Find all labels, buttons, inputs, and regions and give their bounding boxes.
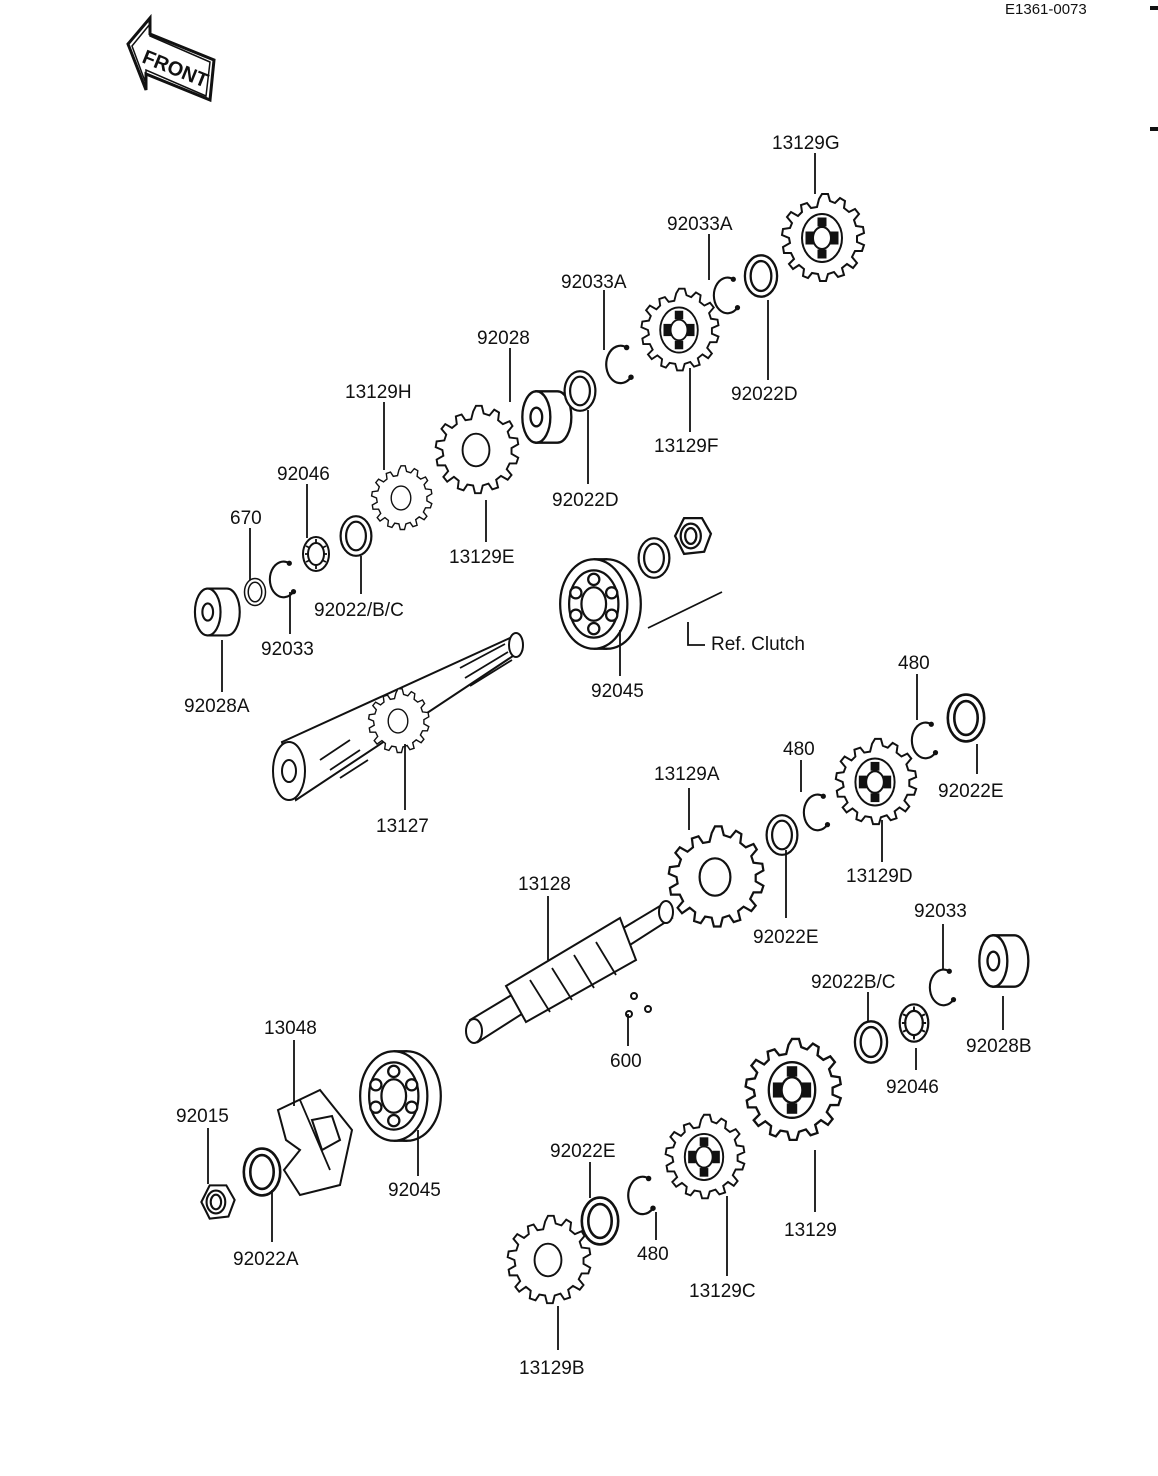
label-92015: 92015 — [176, 1106, 229, 1127]
label-92033-right: 92033 — [914, 901, 967, 922]
label-13129D: 13129D — [846, 866, 913, 887]
label-92033A-top: 92033A — [667, 214, 733, 235]
washer-92022D-right — [743, 254, 779, 299]
label-13129F: 13129F — [654, 436, 718, 457]
label-13048: 13048 — [264, 1018, 317, 1039]
label-670: 670 — [230, 508, 262, 529]
label-480-top: 480 — [898, 653, 930, 674]
circlip-92033A-mid — [604, 343, 635, 385]
circlip-92033-upper — [268, 560, 297, 599]
bushing-92028 — [521, 390, 573, 444]
label-13129B: 13129B — [519, 1358, 585, 1379]
label-92028B: 92028B — [966, 1036, 1032, 1057]
label-92022E-right: 92022E — [938, 781, 1004, 802]
label-13129G: 13129G — [772, 133, 840, 154]
drawing-code: E1361-0073 — [1005, 1, 1087, 18]
circlip-92033-right — [928, 967, 957, 1007]
label-480-mid: 480 — [783, 739, 815, 760]
part-labels: 13129G 92033A 92033A 92028 92022D 13129F… — [176, 133, 1032, 1379]
label-92045-top: 92045 — [591, 681, 644, 702]
gear-13129H — [370, 465, 433, 531]
washer-92022E-low — [580, 1196, 620, 1246]
gear-13129D — [834, 737, 918, 826]
label-92022BC-top: 92022/B/C — [314, 600, 404, 621]
gear-13129G — [780, 192, 866, 283]
washer-92022D-mid — [563, 369, 597, 413]
label-92046-low: 92046 — [886, 1077, 939, 1098]
label-13129C: 13129C — [689, 1281, 756, 1302]
label-92022E-mid: 92022E — [753, 927, 819, 948]
label-92022A: 92022A — [233, 1249, 299, 1270]
label-92022D-mid: 92022D — [552, 490, 619, 511]
margin-mark-top — [1150, 6, 1158, 10]
label-92028A: 92028A — [184, 696, 250, 717]
collar-92028A — [193, 587, 241, 637]
label-92045-low: 92045 — [388, 1180, 441, 1201]
leader-lines — [207, 153, 1004, 1350]
gear-13129B — [506, 1214, 592, 1305]
washer-92022E-mid — [765, 814, 799, 856]
circlip-480-top — [910, 720, 939, 760]
circlip-480-low — [626, 1175, 657, 1216]
label-13127: 13127 — [376, 816, 429, 837]
gear-13129E — [434, 404, 520, 495]
label-13129H: 13129H — [345, 382, 412, 403]
ref-clutch-bracket — [647, 591, 723, 646]
label-13128: 13128 — [518, 874, 571, 895]
circlip-92033A-top — [712, 275, 741, 315]
circlip-480-mid — [802, 792, 831, 832]
washer-92022BC-upper — [339, 514, 373, 558]
ball-bearing-92045-upper — [559, 558, 642, 650]
washer-92022BC-lower — [853, 1019, 889, 1065]
label-92022E-low: 92022E — [550, 1141, 616, 1162]
nut-clutch-side — [673, 516, 713, 556]
collar-92028B — [977, 933, 1030, 989]
ball-600-c — [625, 1010, 633, 1018]
margin-mark-mid — [1150, 127, 1158, 131]
washer-92022E-right — [946, 693, 986, 743]
label-92033-top: 92033 — [261, 639, 314, 660]
shaft-13128 — [465, 900, 674, 1044]
needle-bearing-92046-upper — [301, 535, 331, 573]
ref-clutch-note: Ref. Clutch — [711, 634, 805, 655]
label-480-low: 480 — [637, 1244, 669, 1265]
label-13129E: 13129E — [449, 547, 515, 568]
label-92022D-right: 92022D — [731, 384, 798, 405]
ball-600-a — [630, 992, 638, 1000]
washer-670 — [243, 577, 267, 607]
ball-bearing-92045-lower — [359, 1050, 442, 1142]
ball-600-b — [644, 1005, 652, 1013]
gear-13129A — [667, 825, 765, 928]
washer-clutch-side — [637, 536, 671, 580]
front-arrow-icon: FRONT — [126, 13, 216, 103]
needle-bearing-92046-lower — [898, 1002, 930, 1044]
sprocket-hub-13048 — [276, 1088, 354, 1197]
label-600: 600 — [610, 1051, 642, 1072]
gear-13129F — [640, 287, 720, 372]
label-92046-top: 92046 — [277, 464, 330, 485]
nut-92015 — [200, 1184, 236, 1220]
gear-13129 — [744, 1037, 842, 1142]
washer-92022A — [242, 1147, 282, 1197]
label-92028-top: 92028 — [477, 328, 530, 349]
label-13129A: 13129A — [654, 764, 720, 785]
label-92022BC-low: 92022B/C — [811, 972, 896, 993]
gear-13129C — [664, 1113, 746, 1200]
label-13129: 13129 — [784, 1220, 837, 1241]
label-92033A-mid: 92033A — [561, 272, 627, 293]
